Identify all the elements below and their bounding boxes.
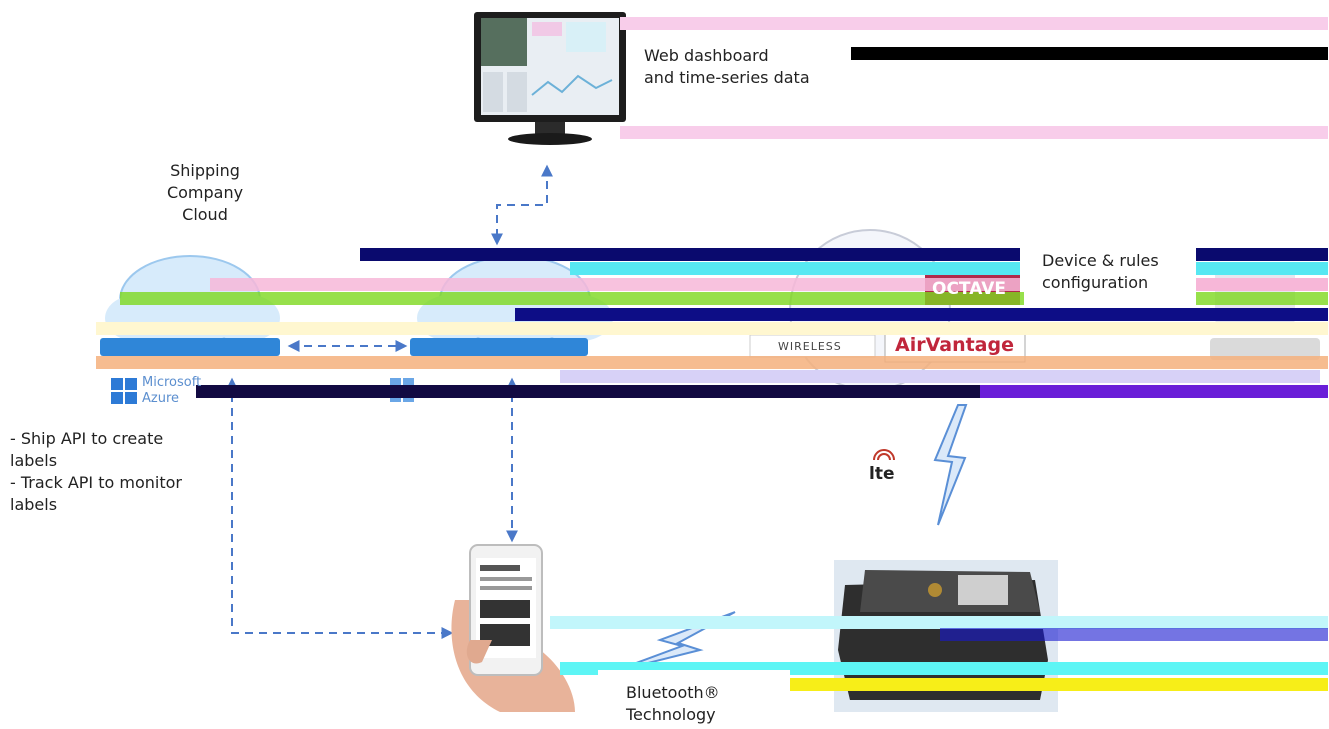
airvantage-wordmark: AirVantage xyxy=(895,334,1014,356)
lte-lightning-icon xyxy=(933,404,968,526)
shipping-cloud-label: Shipping Company Cloud xyxy=(166,161,244,224)
connector-arrows xyxy=(226,164,553,639)
lte-antenna-icon xyxy=(873,449,895,461)
web-dashboard-label: Web dashboard and time-series data xyxy=(644,46,810,87)
api-list-label: - Ship API to create labels - Track API … xyxy=(10,429,182,514)
microsoft-logo-icon xyxy=(111,378,137,404)
wireless-wordmark: WIRELESS xyxy=(778,340,842,353)
octave-wordmark: OCTAVE xyxy=(932,279,1006,299)
azure-wordmark: Azure xyxy=(142,391,180,406)
arrow-dashboard-to-cloud xyxy=(491,164,553,246)
microsoft-wordmark: Microsoft xyxy=(142,375,202,390)
arrow-azure-to-phone xyxy=(226,377,454,639)
device-rules-label: Device & rules configuration xyxy=(1024,246,1196,306)
monitor-icon xyxy=(474,12,626,145)
shipping-cloud-icon xyxy=(100,255,280,356)
bluetooth-label: Bluetooth® Technology xyxy=(598,670,790,728)
lte-wordmark: lte xyxy=(869,464,895,484)
phone-in-hand-icon xyxy=(451,544,575,712)
